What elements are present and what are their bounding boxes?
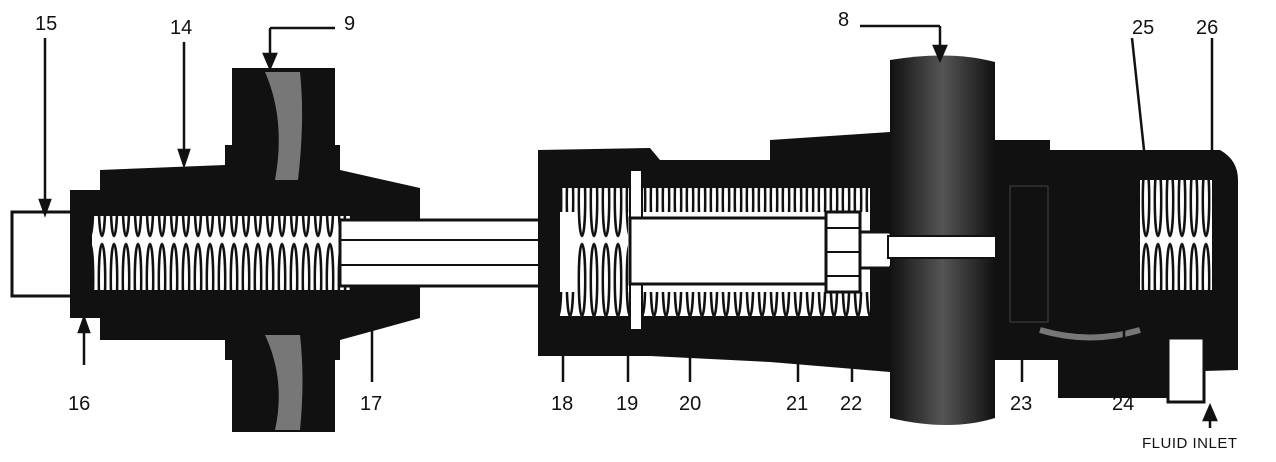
shaft-17 [338,218,557,288]
leader-lines [38,24,1218,428]
label-19: 19 [616,393,639,415]
label-15: 15 [35,13,58,35]
label-18: 18 [551,393,574,415]
label-22: 22 [840,393,863,415]
label-16: 16 [68,393,91,415]
housing-18-21 [538,132,897,372]
label-8: 8 [838,9,850,31]
label-20: 20 [679,393,702,415]
label-17: 17 [360,393,383,415]
label-21: 21 [786,393,809,415]
fitting-15 [10,190,100,318]
label-26: 26 [1196,17,1219,39]
label-24: 24 [1112,393,1135,415]
label-fluid-inlet: FLUID INLET [1142,435,1238,452]
label-9: 9 [344,13,356,35]
body-23-26 [995,140,1238,404]
label-25: 25 [1132,17,1155,39]
bore-spring [92,214,352,292]
label-23: 23 [1010,393,1033,415]
diaphragm-8 [887,55,999,426]
label-14: 14 [170,17,193,39]
